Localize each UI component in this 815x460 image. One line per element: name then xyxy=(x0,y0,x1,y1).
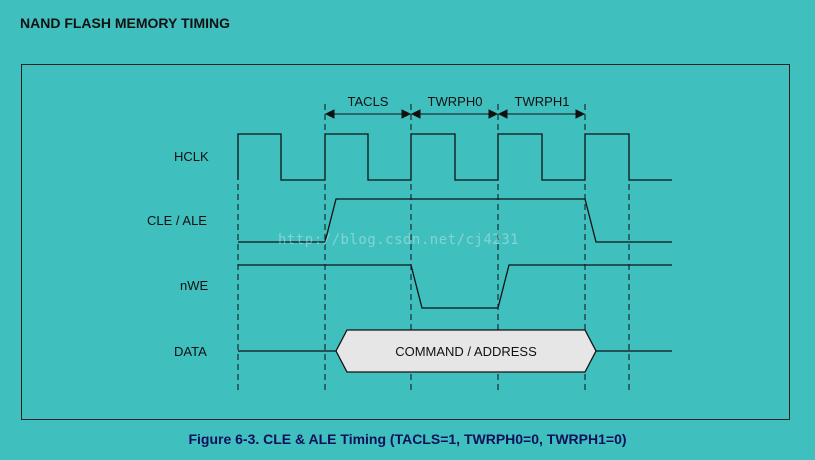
watermark: http://blog.csdn.net/cj4231 xyxy=(278,232,520,248)
arrow-head xyxy=(575,109,586,119)
arrow-head xyxy=(324,109,335,119)
signal-label-cle-ale: CLE / ALE xyxy=(147,213,207,228)
cle-ale-waveform xyxy=(238,198,672,243)
signal-label-hclk: HCLK xyxy=(174,149,209,164)
diagram-frame xyxy=(21,64,790,420)
page-title: NAND FLASH MEMORY TIMING xyxy=(20,15,230,31)
arrow-head xyxy=(488,109,499,119)
interval-label-twrph0: TWRPH0 xyxy=(428,94,483,109)
arrow-head xyxy=(410,109,421,119)
interval-label-twrph1: TWRPH1 xyxy=(515,94,570,109)
figure-caption: Figure 6-3. CLE & ALE Timing (TACLS=1, T… xyxy=(188,431,627,447)
signal-label-nwe: nWE xyxy=(180,278,209,293)
data-phase-box xyxy=(335,329,597,373)
arrow-head xyxy=(497,109,508,119)
interval-label-tacls: TACLS xyxy=(348,94,389,109)
data-phase-label: COMMAND / ADDRESS xyxy=(395,344,537,359)
signal-label-data: DATA xyxy=(174,344,207,359)
arrow-head xyxy=(401,109,412,119)
nwe-waveform xyxy=(238,264,672,309)
hclk-waveform xyxy=(237,133,672,181)
interval-arrows xyxy=(324,109,586,119)
